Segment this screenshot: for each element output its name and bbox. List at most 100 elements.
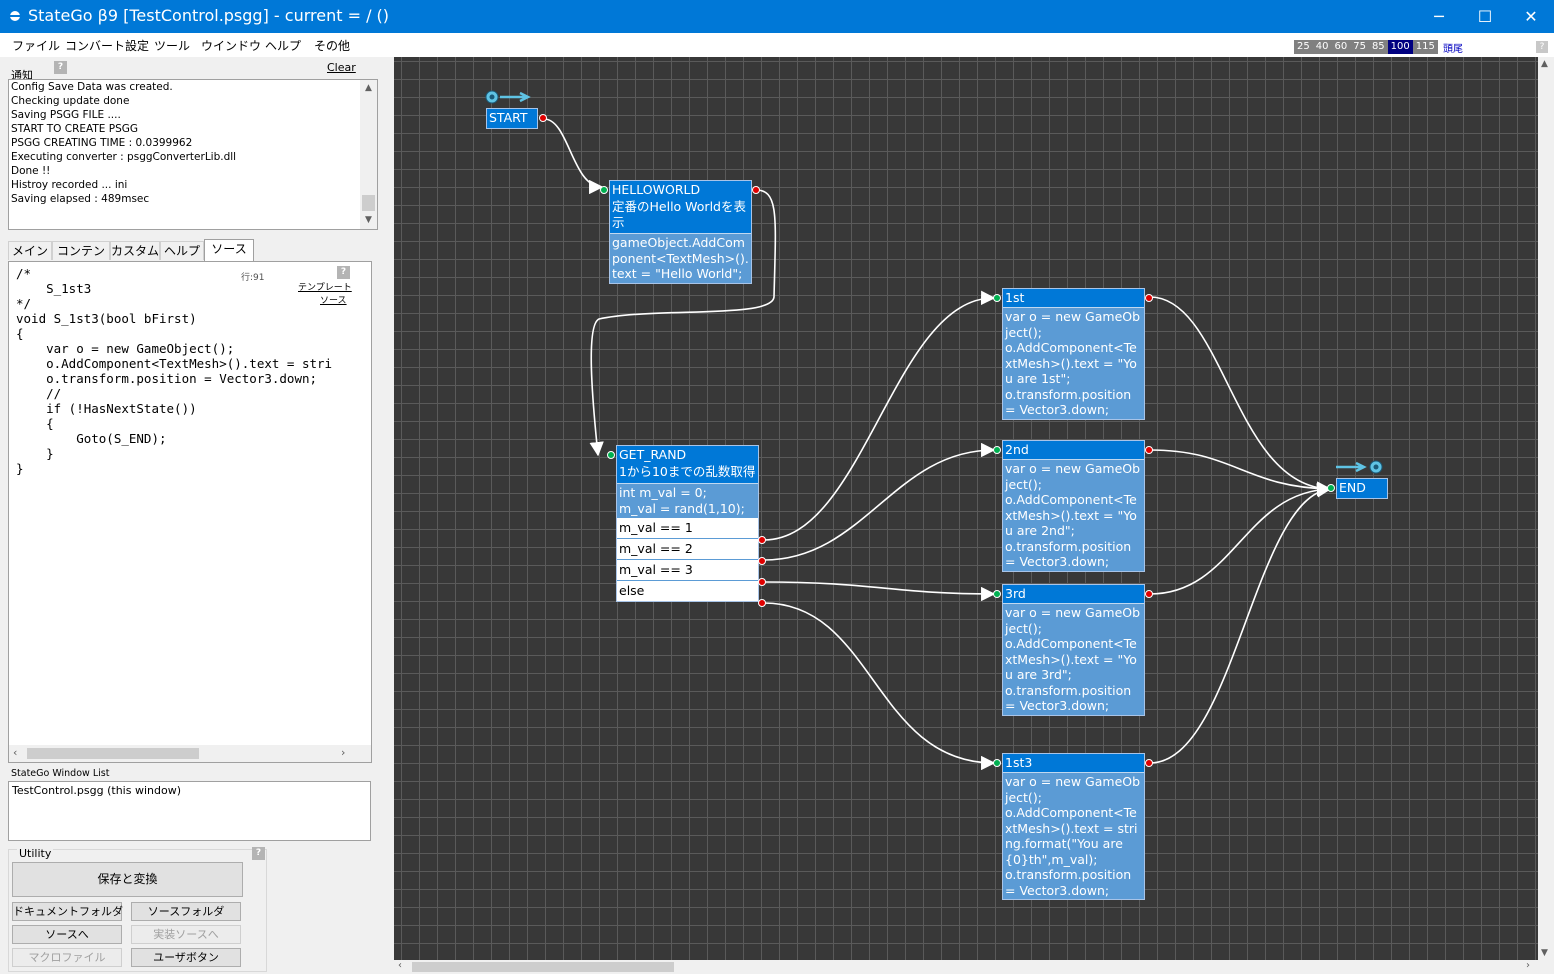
close-button[interactable]: ✕ bbox=[1524, 7, 1538, 26]
state-code: var o = new GameObject(); o.AddComponent… bbox=[1003, 772, 1144, 899]
menu-tools[interactable]: ツール bbox=[154, 39, 191, 53]
scroll-left-icon[interactable]: ‹ bbox=[13, 746, 18, 759]
helloworld-in-port[interactable] bbox=[600, 186, 608, 194]
state-graph-canvas[interactable]: START HELLOWORLD 定番のHello Worldを表示 gameO… bbox=[394, 57, 1540, 960]
state-description: 定番のHello Worldを表示 bbox=[610, 199, 751, 233]
code-line: } bbox=[16, 446, 54, 461]
code-line: o.transform.position = Vector3.down; bbox=[16, 371, 318, 386]
1st3-in-port[interactable] bbox=[993, 759, 1001, 767]
source-link[interactable]: ソース bbox=[320, 296, 347, 306]
to-source-button[interactable]: ソースへ bbox=[12, 925, 122, 944]
zoom-25[interactable]: 25 bbox=[1294, 40, 1313, 54]
window-list-item[interactable]: TestControl.psgg (this window) bbox=[12, 784, 181, 797]
scroll-right-icon[interactable]: › bbox=[341, 746, 346, 759]
get-rand-in-port[interactable] bbox=[607, 451, 615, 459]
scroll-up-icon[interactable]: ▲ bbox=[1541, 59, 1548, 69]
state-2nd[interactable]: 2nd var o = new GameObject(); o.AddCompo… bbox=[1002, 440, 1145, 572]
tab-help[interactable]: ヘルプ bbox=[160, 241, 204, 260]
branch-condition[interactable]: m_val == 1 bbox=[617, 517, 758, 538]
zoom-bar: 25 40 60 75 85 100 115 bbox=[1294, 40, 1438, 54]
state-description: 1から10までの乱数取得 bbox=[617, 464, 758, 483]
tab-source[interactable]: ソース bbox=[204, 239, 254, 261]
line-indicator: 行:91 bbox=[241, 273, 265, 283]
menu-convert-settings[interactable]: コンバート設定 bbox=[65, 39, 150, 53]
notify-log: Config Save Data was created. Checking u… bbox=[8, 79, 378, 230]
code-line: if (!HasNextState()) bbox=[16, 401, 197, 416]
2nd-in-port[interactable] bbox=[993, 446, 1001, 454]
edge-1st3-end bbox=[1149, 483, 1332, 764]
state-1st[interactable]: 1st var o = new GameObject(); o.AddCompo… bbox=[1002, 288, 1145, 420]
notify-help-icon[interactable]: ? bbox=[54, 61, 67, 74]
end-in-port[interactable] bbox=[1327, 484, 1335, 492]
branch-else-out-port[interactable] bbox=[758, 599, 766, 607]
menu-file[interactable]: ファイル bbox=[12, 39, 61, 53]
branch-condition[interactable]: else bbox=[617, 580, 758, 601]
branch-condition[interactable]: m_val == 2 bbox=[617, 538, 758, 559]
document-folder-button[interactable]: ドキュメントフォルダ bbox=[12, 902, 123, 921]
scroll-thumb[interactable] bbox=[412, 962, 674, 972]
scroll-thumb[interactable] bbox=[362, 195, 375, 211]
start-out-port[interactable] bbox=[539, 114, 547, 122]
zoom-115[interactable]: 115 bbox=[1412, 40, 1438, 54]
branch-2-out-port[interactable] bbox=[758, 557, 766, 565]
zoom-help-icon[interactable]: ? bbox=[1536, 41, 1548, 53]
user-button[interactable]: ユーザボタン bbox=[131, 948, 241, 967]
canvas-hscrollbar[interactable]: ‹ › bbox=[394, 960, 1554, 974]
source-folder-button[interactable]: ソースフォルダ bbox=[131, 902, 241, 921]
template-link[interactable]: テンプレート bbox=[298, 283, 352, 293]
3rd-in-port[interactable] bbox=[993, 590, 1001, 598]
source-viewer[interactable]: /* S_1st3 */ void S_1st3(bool bFirst) { … bbox=[8, 261, 372, 763]
utility-help-icon[interactable]: ? bbox=[252, 847, 265, 860]
state-3rd[interactable]: 3rd var o = new GameObject(); o.AddCompo… bbox=[1002, 584, 1145, 716]
scroll-up-icon[interactable]: ▲ bbox=[365, 83, 372, 93]
3rd-out-port[interactable] bbox=[1145, 590, 1153, 598]
scroll-thumb[interactable] bbox=[27, 748, 199, 759]
state-get-rand[interactable]: GET_RAND 1から10までの乱数取得 int m_val = 0; m_v… bbox=[616, 445, 759, 602]
branch-3-out-port[interactable] bbox=[758, 578, 766, 586]
1st-in-port[interactable] bbox=[993, 294, 1001, 302]
zoom-60[interactable]: 60 bbox=[1331, 40, 1351, 54]
end-marker-icon bbox=[1336, 460, 1383, 474]
canvas-vscrollbar[interactable]: ▲ ▼ bbox=[1538, 57, 1554, 960]
save-convert-button[interactable]: 保存と変換 bbox=[12, 862, 243, 897]
2nd-out-port[interactable] bbox=[1145, 446, 1153, 454]
menu-window[interactable]: ウインドウ bbox=[201, 39, 262, 53]
scroll-right-icon[interactable]: › bbox=[1526, 960, 1530, 971]
clear-link[interactable]: Clear bbox=[327, 61, 356, 74]
to-impl-source-button[interactable]: 実装ソースへ bbox=[131, 925, 241, 944]
branch-1-out-port[interactable] bbox=[758, 536, 766, 544]
zoom-40[interactable]: 40 bbox=[1312, 40, 1332, 54]
tab-main[interactable]: メイン bbox=[8, 241, 52, 260]
code-line: S_1st3 bbox=[16, 281, 92, 296]
scroll-down-icon[interactable]: ▼ bbox=[365, 215, 372, 225]
scroll-left-icon[interactable]: ‹ bbox=[398, 960, 402, 971]
tab-contents[interactable]: コンテンツ bbox=[52, 241, 110, 277]
state-name: 1st bbox=[1003, 289, 1144, 307]
1st3-out-port[interactable] bbox=[1145, 759, 1153, 767]
end-node[interactable]: END bbox=[1336, 478, 1388, 499]
edge-2nd-end bbox=[1149, 449, 1332, 496]
branch-condition[interactable]: m_val == 3 bbox=[617, 559, 758, 580]
helloworld-out-port[interactable] bbox=[752, 186, 760, 194]
code-line: } bbox=[16, 461, 24, 476]
state-helloworld[interactable]: HELLOWORLD 定番のHello Worldを表示 gameObject.… bbox=[609, 180, 752, 284]
source-hscrollbar[interactable]: ‹ › bbox=[9, 745, 371, 762]
tab-custom[interactable]: カスタム bbox=[110, 241, 160, 260]
1st-out-port[interactable] bbox=[1145, 294, 1153, 302]
window-title: StateGo β9 [TestControl.psgg] - current … bbox=[28, 6, 390, 25]
source-help-icon[interactable]: ? bbox=[337, 266, 350, 279]
state-1st3[interactable]: 1st3 var o = new GameObject(); o.AddComp… bbox=[1002, 753, 1145, 900]
minimize-button[interactable]: ─ bbox=[1434, 7, 1444, 26]
scroll-down-icon[interactable]: ▼ bbox=[1541, 948, 1548, 958]
zoom-85[interactable]: 85 bbox=[1368, 40, 1388, 54]
start-node[interactable]: START bbox=[486, 108, 538, 129]
state-name: GET_RAND bbox=[617, 446, 758, 464]
maximize-button[interactable]: ☐ bbox=[1477, 7, 1493, 26]
head-tail-link[interactable]: 頭尾 bbox=[1443, 44, 1463, 55]
zoom-100[interactable]: 100 bbox=[1387, 40, 1413, 54]
zoom-75[interactable]: 75 bbox=[1350, 40, 1369, 54]
notify-scrollbar[interactable]: ▲ ▼ bbox=[360, 80, 377, 229]
menu-other[interactable]: その他 bbox=[314, 39, 351, 53]
macro-file-button[interactable]: マクロファイル bbox=[12, 948, 122, 967]
menu-help[interactable]: ヘルプ bbox=[265, 39, 302, 53]
